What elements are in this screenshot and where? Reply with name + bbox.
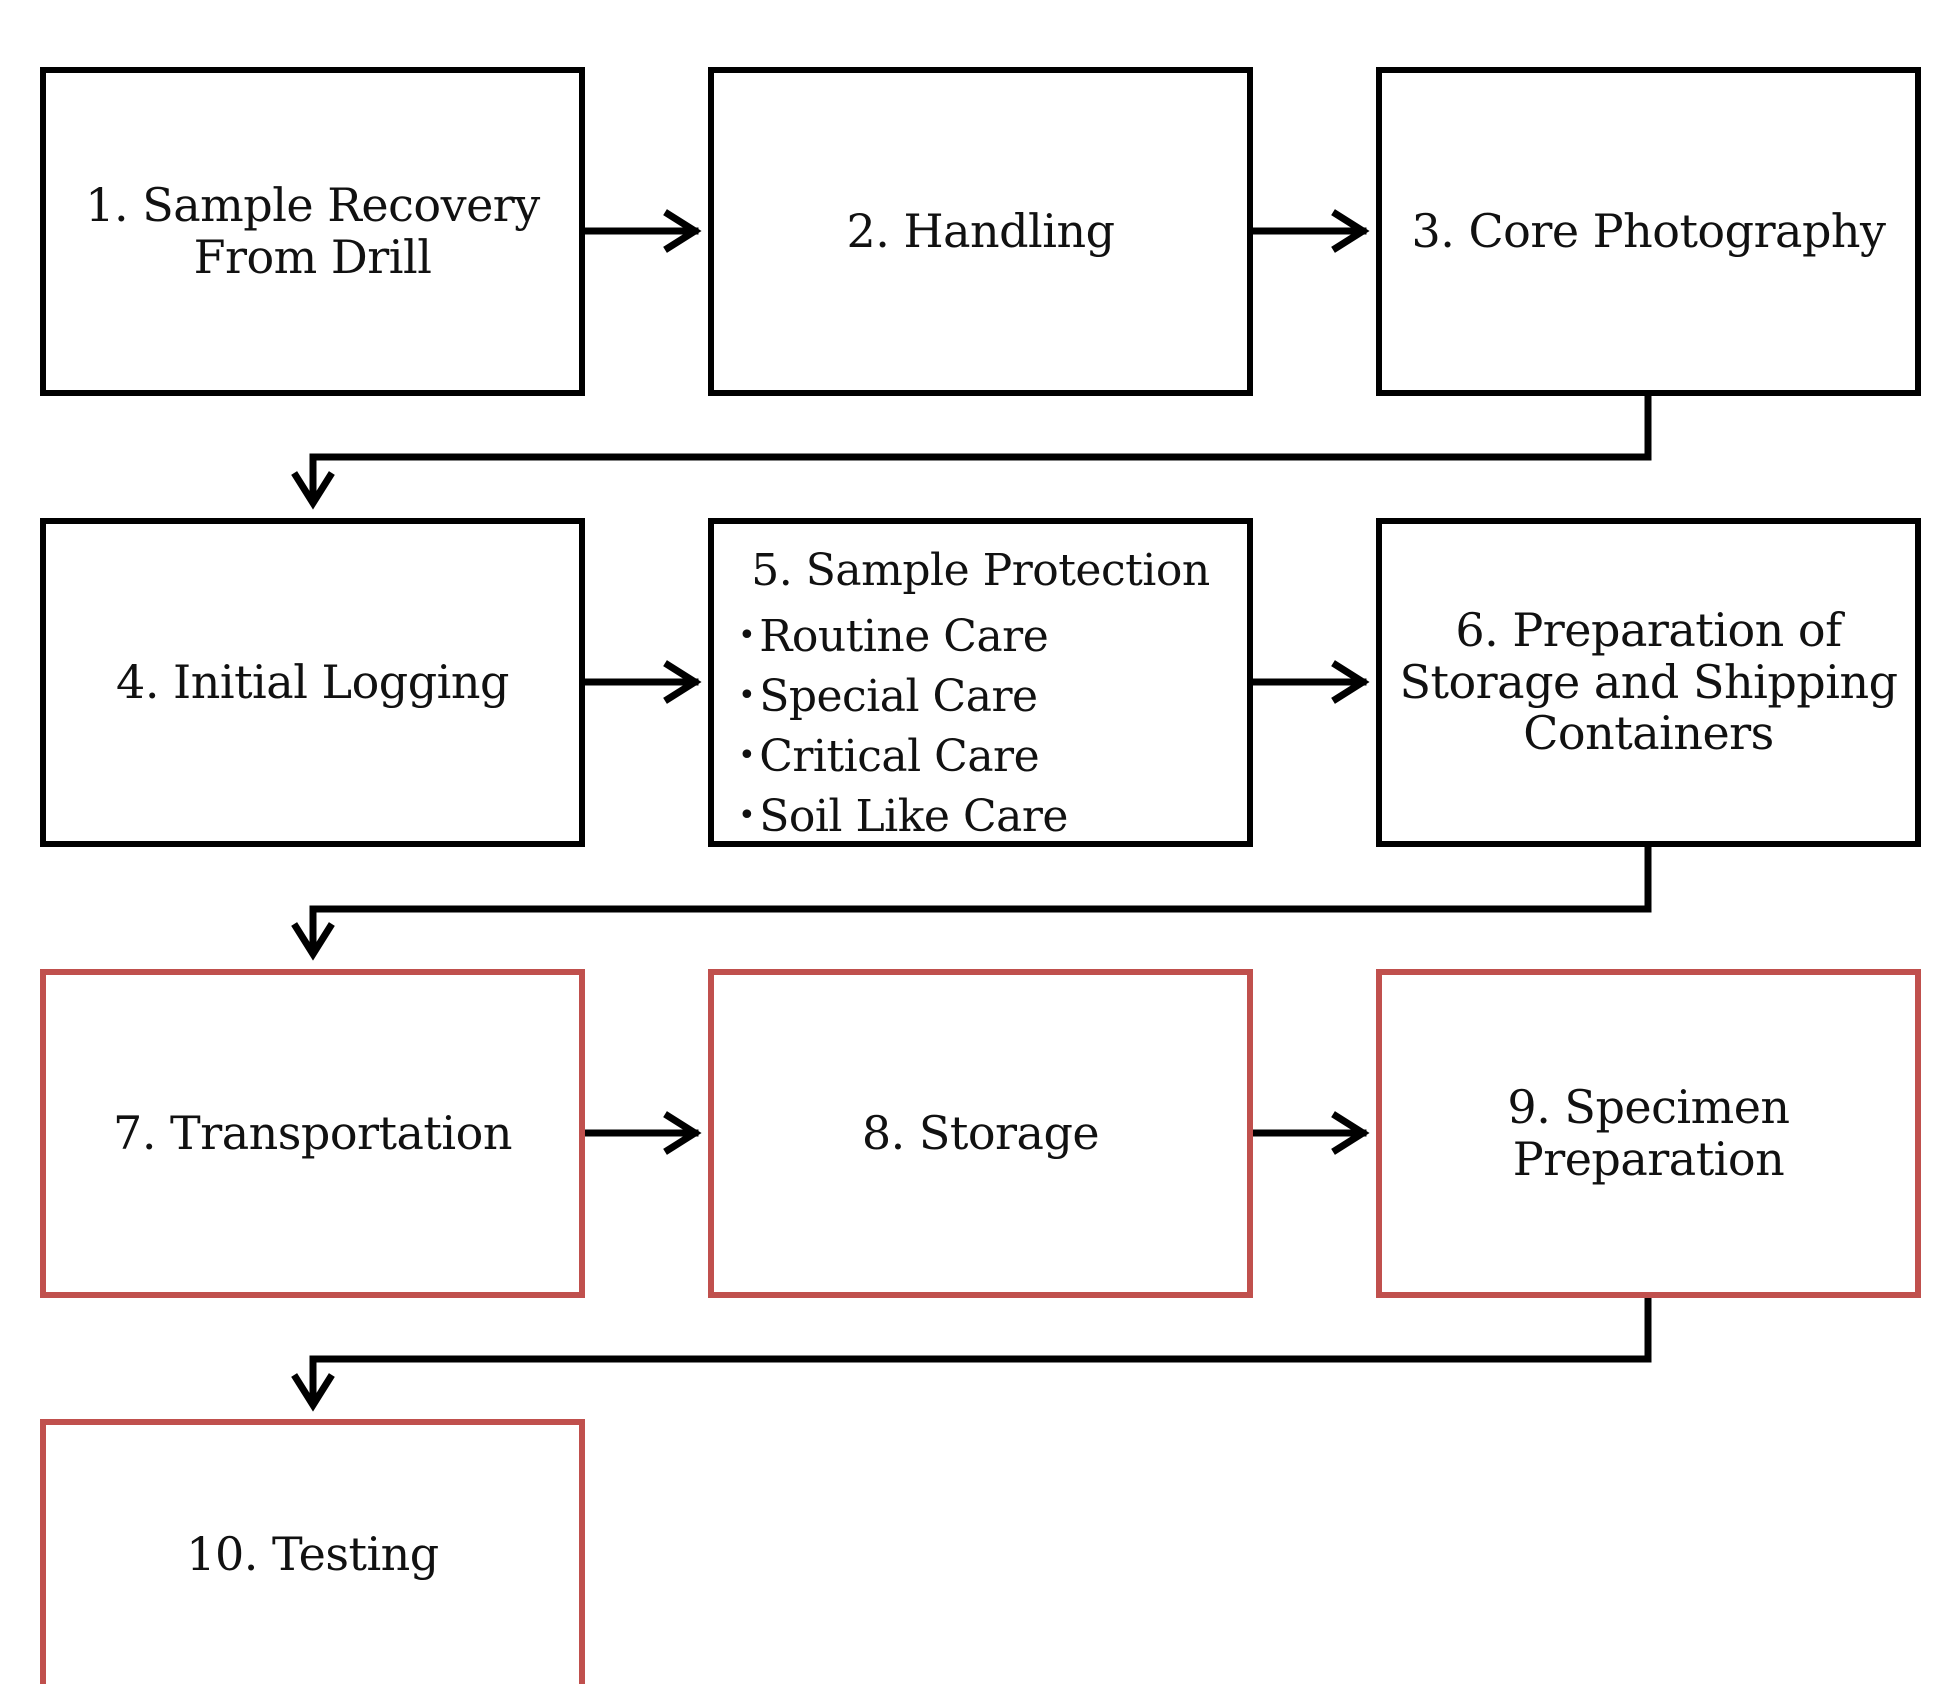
- step-10-testing-box: 10. Testing: [40, 1419, 585, 1684]
- list-item: •Special Care: [738, 669, 1068, 729]
- step-1-label: 1. Sample Recovery From Drill: [85, 177, 540, 284]
- step-6-container-preparation-box: 6. Preparation of Storage and Shipping C…: [1376, 518, 1921, 847]
- step-5-label: 5. Sample Protection: [751, 545, 1210, 596]
- bullet-icon: •: [738, 678, 756, 714]
- connector-6-to-7: [309, 845, 1652, 955]
- step-10-label: 10. Testing: [186, 1526, 439, 1581]
- list-item-text: Critical Care: [759, 731, 1040, 783]
- step-3-label: 3. Core Photography: [1411, 203, 1886, 258]
- step-2-label: 2. Handling: [846, 203, 1115, 258]
- list-item-text: Soil Like Care: [759, 791, 1068, 843]
- arrowhead-7-to-8: [663, 1111, 702, 1155]
- arrowhead-8-to-9: [1331, 1111, 1370, 1155]
- bullet-icon: •: [738, 738, 756, 774]
- step-3-core-photography-box: 3. Core Photography: [1376, 67, 1921, 396]
- step-6-label: 6. Preparation of Storage and Shipping C…: [1399, 603, 1898, 761]
- step-4-label: 4. Initial Logging: [116, 654, 509, 709]
- step-7-label: 7. Transportation: [113, 1105, 512, 1160]
- arrowhead-2-to-3: [1331, 209, 1370, 253]
- list-item: •Critical Care: [738, 729, 1068, 789]
- list-item: •Soil Like Care: [738, 789, 1068, 849]
- step-5-sample-protection-box: 5. Sample Protection •Routine Care •Spec…: [708, 518, 1253, 847]
- sample-protection-list: •Routine Care •Special Care •Critical Ca…: [714, 609, 1068, 849]
- step-8-storage-box: 8. Storage: [708, 969, 1253, 1298]
- arrowhead-3-to-4: [291, 471, 335, 510]
- list-item-text: Special Care: [759, 671, 1038, 723]
- step-1-sample-recovery-box: 1. Sample Recovery From Drill: [40, 67, 585, 396]
- arrowhead-9-to-10: [291, 1373, 335, 1412]
- arrowhead-5-to-6: [1331, 660, 1370, 704]
- list-item: •Routine Care: [738, 609, 1068, 669]
- step-9-label: 9. Specimen Preparation: [1507, 1079, 1790, 1186]
- arrowhead-4-to-5: [663, 660, 702, 704]
- step-4-initial-logging-box: 4. Initial Logging: [40, 518, 585, 847]
- bullet-icon: •: [738, 618, 756, 654]
- step-9-specimen-preparation-box: 9. Specimen Preparation: [1376, 969, 1921, 1298]
- connector-3-to-4: [309, 394, 1652, 504]
- step-8-label: 8. Storage: [861, 1105, 1100, 1160]
- connector-9-to-10: [309, 1296, 1652, 1406]
- list-item-text: Routine Care: [759, 611, 1049, 663]
- step-7-transportation-box: 7. Transportation: [40, 969, 585, 1298]
- bullet-icon: •: [738, 798, 756, 834]
- arrowhead-1-to-2: [663, 209, 702, 253]
- step-2-handling-box: 2. Handling: [708, 67, 1253, 396]
- arrowhead-6-to-7: [291, 922, 335, 961]
